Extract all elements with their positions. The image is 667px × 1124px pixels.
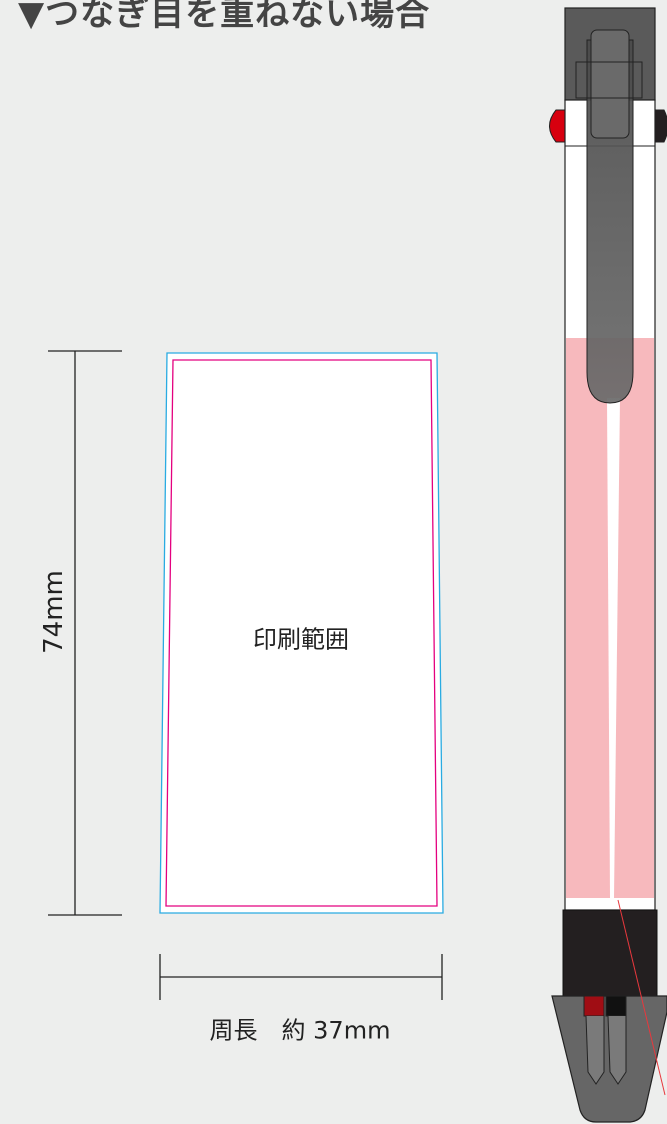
seam-line [617, 899, 666, 1096]
dark-nub-right [654, 109, 667, 143]
height-dimension [48, 350, 122, 916]
page-title: ▼つなぎ目を重ねない場合 [18, 0, 431, 34]
pen-grip [562, 909, 658, 997]
print-area-inner [165, 359, 438, 907]
print-area-outer [159, 352, 444, 914]
red-nub-left [549, 109, 566, 143]
pen-illustration [549, 7, 667, 1123]
clip-ring [575, 61, 643, 99]
width-dimension [159, 954, 443, 1000]
width-dimension-label: 周長 約 37mm [209, 1016, 391, 1045]
clip-top [590, 29, 630, 139]
height-dimension-label: 74mm [39, 570, 69, 654]
print-area-label: 印刷範囲 [253, 625, 349, 654]
